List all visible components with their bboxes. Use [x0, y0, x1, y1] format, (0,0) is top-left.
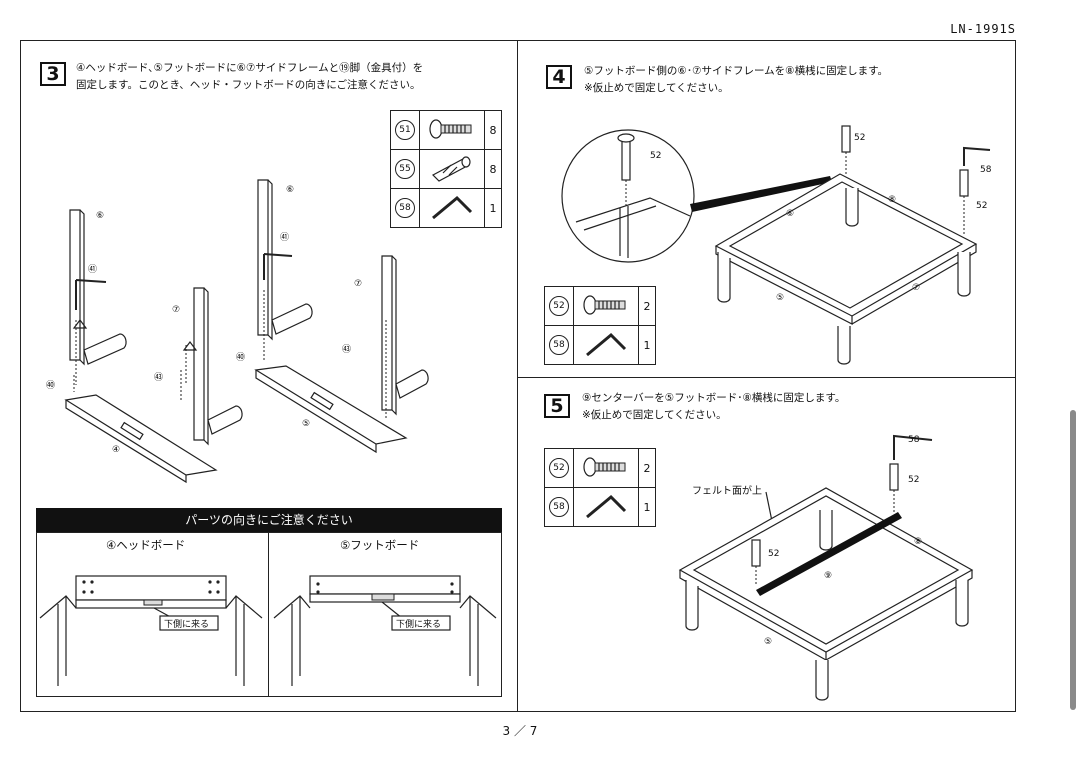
- callout-label: ⑦: [912, 283, 920, 293]
- callout-label: ⑦: [354, 279, 362, 289]
- page-number: 3 ／ 7: [502, 724, 538, 738]
- callout-label: 52: [650, 151, 661, 161]
- instruction-sheet-border: [20, 40, 1016, 712]
- callout-label: 58: [980, 165, 992, 175]
- callout-label: ⑨: [824, 571, 832, 581]
- parts-row: 58 1: [544, 325, 656, 365]
- parts-row: 52 2: [544, 286, 656, 326]
- part-qty: 1: [638, 487, 656, 527]
- callout-label: 52: [976, 201, 987, 211]
- step-3-instruction: ④ヘッドボード､⑤フットボードに⑥⑦サイドフレームと⑲脚（金具付）を 固定します…: [76, 62, 424, 91]
- parts-row: 51 8: [390, 110, 502, 150]
- parts-row: 58 1: [390, 188, 502, 228]
- step-5-number: 5: [544, 394, 570, 418]
- model-number: LN-1991S: [950, 22, 1016, 36]
- part-number: 58: [549, 335, 569, 355]
- hex-key-icon: [419, 188, 485, 228]
- part-qty: 8: [484, 110, 502, 150]
- callout-label: ㊵: [236, 352, 245, 363]
- callout-label: ⑧: [888, 195, 896, 205]
- notice-title: パーツの向きにご注意ください: [36, 508, 502, 532]
- callout-label: ⑥: [286, 185, 294, 195]
- callout-label: ㊶: [280, 232, 289, 243]
- part-qty: 1: [638, 325, 656, 365]
- step-4-assembly-diagram: 52 52 ⑥ ⑧ ⑤ ⑦ 52 58: [561, 125, 992, 365]
- orientation-diagram: 下側に来る 下側に来る: [39, 575, 497, 686]
- part-qty: 2: [638, 286, 656, 326]
- footboard-label: ⑤フットボード: [340, 538, 420, 552]
- step-divider: [517, 377, 1016, 378]
- callout-label: ⑤: [764, 637, 772, 647]
- part-number: 52: [549, 458, 569, 478]
- callout-label: ⑦: [172, 305, 180, 315]
- part-qty: 2: [638, 448, 656, 488]
- part-number: 58: [395, 198, 415, 218]
- callout-label: ⑥: [786, 209, 794, 219]
- callout-label: 52: [908, 475, 919, 485]
- notice-box: [36, 532, 502, 697]
- callout-label: 52: [854, 133, 865, 143]
- step-3-parts-table: 51 8 55 8 58 1: [390, 110, 502, 228]
- step-4-parts-table: 52 2 58 1: [544, 286, 656, 365]
- step-3-number: 3: [40, 62, 66, 86]
- felt-side-up-label: フェルト面が上: [692, 486, 762, 497]
- step-4-number: 4: [546, 65, 572, 89]
- step-4-instruction: ⑤フットボード側の⑥･⑦サイドフレームを⑧横桟に固定します。 ※仮止めで固定して…: [584, 65, 889, 94]
- step-5-parts-table: 52 2 58 1: [544, 448, 656, 527]
- dowel-icon: [419, 149, 485, 189]
- hex-key-icon: [573, 325, 639, 365]
- headboard-label: ④ヘッドボード: [106, 538, 186, 552]
- callout-text: 下側に来る: [164, 618, 209, 630]
- callout-label: ④: [112, 445, 120, 455]
- bolt-icon: [419, 110, 485, 150]
- callout-label: ㊸: [342, 344, 351, 355]
- part-number: 58: [549, 497, 569, 517]
- callout-text: 下側に来る: [396, 618, 441, 630]
- callout-label: ⑤: [302, 419, 310, 429]
- step-3-assembly-diagram: ⑥ ⑦ ④ ㊶ ㊵ ㊸ ⑥ ⑦ ⑤ ㊵ ㊶ ㊸: [46, 179, 429, 484]
- hex-key-icon: [573, 487, 639, 527]
- parts-row: 55 8: [390, 149, 502, 189]
- callout-label: ⑧: [914, 537, 922, 547]
- step-5-instruction: ⑨センターバーを⑤フットボード･⑧横桟に固定します。 ※仮止めで固定してください…: [582, 392, 846, 421]
- callout-label: ㊸: [154, 372, 163, 383]
- part-qty: 1: [484, 188, 502, 228]
- parts-row: 52 2: [544, 448, 656, 488]
- step-5-assembly-diagram: ⑧ ⑨ ⑤ 52 52 58: [678, 434, 974, 701]
- part-number: 55: [395, 159, 415, 179]
- bolt-icon: [573, 286, 639, 326]
- parts-row: 58 1: [544, 487, 656, 527]
- part-number: 51: [395, 120, 415, 140]
- callout-label: ⑥: [96, 211, 104, 221]
- column-divider: [517, 40, 518, 712]
- part-number: 52: [549, 296, 569, 316]
- callout-label: ㊵: [46, 380, 55, 391]
- callout-label: 58: [908, 435, 920, 445]
- notice-divider: [268, 532, 269, 697]
- part-qty: 8: [484, 149, 502, 189]
- bolt-icon: [573, 448, 639, 488]
- callout-label: 52: [768, 549, 779, 559]
- callout-label: ㊶: [88, 264, 97, 275]
- callout-label: ⑤: [776, 293, 784, 303]
- vertical-scrollbar[interactable]: [1070, 410, 1076, 710]
